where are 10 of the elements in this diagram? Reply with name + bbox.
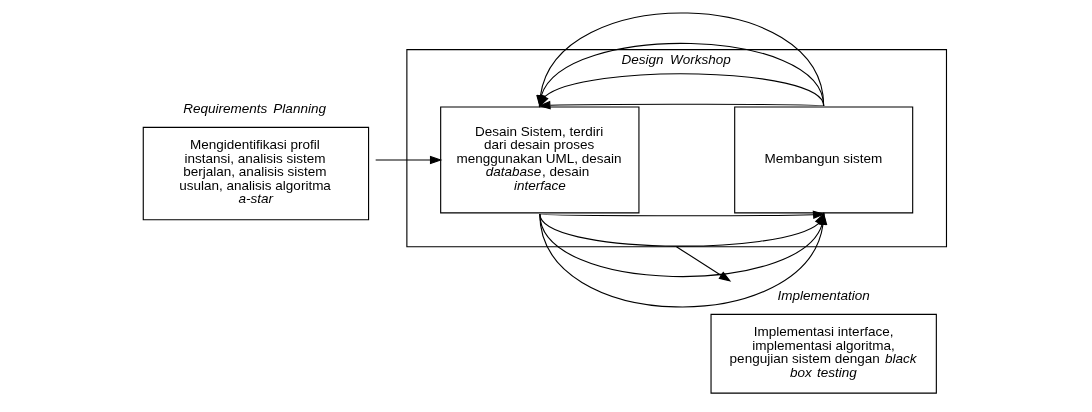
node-box: Implementasi interface, implementasi algoritma, pengujian sistem dengan black box testing xyxy=(710,313,937,394)
arrow xyxy=(375,155,443,165)
arrow xyxy=(675,246,732,282)
node-box: Mengidentifikasi profil instansi, analisis sistem berjalan, analisis sistem usulan, analisis algoritma a-star xyxy=(142,126,370,221)
arrow xyxy=(538,100,825,110)
node-box: Desain Sistem, terdiri dari desain proses menggunakan UML, desain database, desain interface xyxy=(440,106,640,214)
arrow xyxy=(539,210,826,220)
node-box: Membangun sistem xyxy=(734,106,914,214)
node-label: Implementation xyxy=(777,288,870,304)
node-label: Requirements Planning xyxy=(183,101,326,117)
